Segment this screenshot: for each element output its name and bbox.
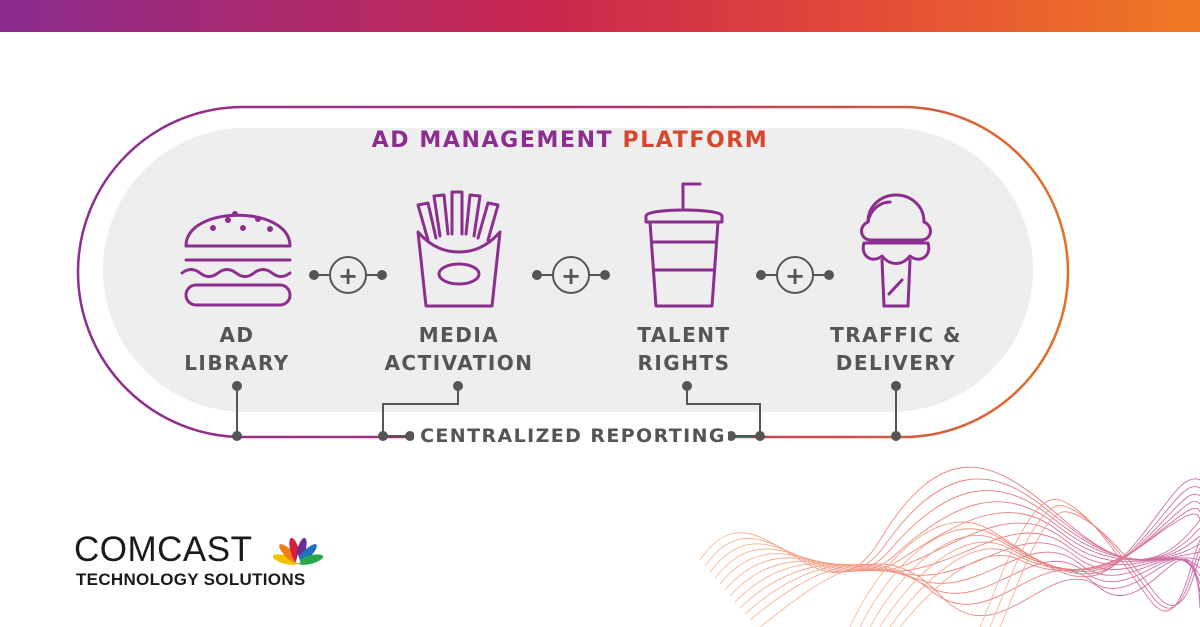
title-part-2: PLATFORM xyxy=(622,128,769,153)
step-label-line: DELIVERY xyxy=(835,351,957,375)
decorative-waves xyxy=(699,466,1200,627)
reporting-label-mask xyxy=(414,424,728,450)
drink-cup-icon xyxy=(644,182,724,308)
plus-connector-3: + xyxy=(756,256,834,294)
step-label-line: AD xyxy=(219,323,255,347)
step-label-ad-library: AD LIBRARY xyxy=(137,321,337,377)
burger-icon xyxy=(180,211,292,307)
top-gradient-bar xyxy=(0,0,1200,32)
title-part-1: AD MANAGEMENT xyxy=(371,128,614,153)
centralized-reporting-label: CENTRALIZED REPORTING xyxy=(420,425,726,447)
plus-sign: + xyxy=(785,262,805,290)
step-label-line: TALENT xyxy=(637,323,731,347)
fries-icon xyxy=(416,190,502,308)
step-label-line: LIBRARY xyxy=(184,351,290,375)
ice-cream-icon xyxy=(860,193,932,308)
platform-title: AD MANAGEMENT PLATFORM xyxy=(0,128,1140,153)
plus-connector-1: + xyxy=(309,256,387,294)
comcast-logo-subtitle: TECHNOLOGY SOLUTIONS xyxy=(76,570,306,589)
comcast-logo-wordmark: COMCAST xyxy=(74,530,253,569)
step-label-talent-rights: TALENT RIGHTS xyxy=(584,321,784,377)
step-label-line: ACTIVATION xyxy=(384,351,534,375)
plus-connector-2: + xyxy=(532,256,610,294)
peacock-logo-icon xyxy=(272,537,324,565)
step-label-line: TRAFFIC & xyxy=(830,323,962,347)
step-label-line: MEDIA xyxy=(418,323,500,347)
plus-sign: + xyxy=(561,262,581,290)
step-label-traffic-delivery: TRAFFIC & DELIVERY xyxy=(796,321,996,377)
plus-sign: + xyxy=(338,262,358,290)
step-label-line: RIGHTS xyxy=(637,351,731,375)
reporting-connector-lines xyxy=(232,381,901,441)
step-label-media-activation: MEDIA ACTIVATION xyxy=(359,321,559,377)
